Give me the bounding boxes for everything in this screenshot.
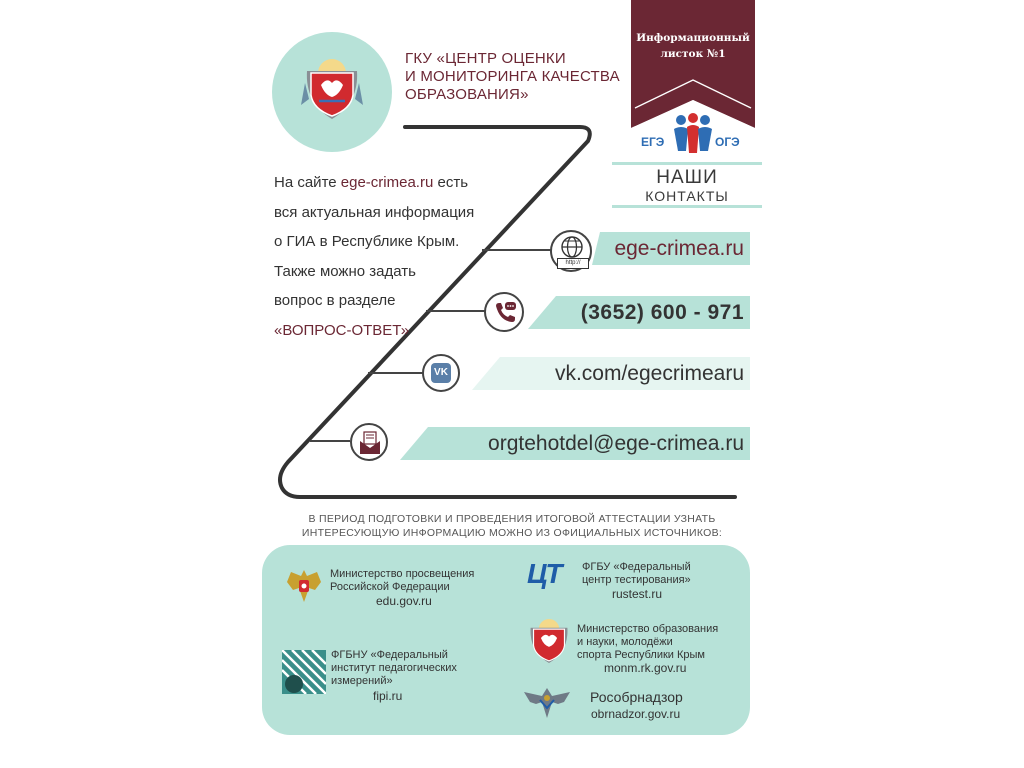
fipi-url[interactable]: fipi.ru: [373, 689, 403, 703]
info-line-3: о ГИА в Республике Крым.: [274, 233, 460, 250]
minpros-line-2: Российской Федерации: [330, 581, 450, 593]
minpros-url[interactable]: edu.gov.ru: [376, 594, 432, 608]
obrnadzor-name: Рособрнадзор: [590, 689, 683, 705]
info-line-5: вопрос в разделе: [274, 292, 396, 309]
phone-bar: [528, 296, 750, 329]
fipi-line-1: ФГБНУ «Федеральный: [331, 649, 448, 661]
site-bar: [592, 232, 750, 265]
info-line-1-post: есть: [433, 174, 469, 191]
phone-row[interactable]: (3652) 600 - 971: [528, 296, 750, 329]
info-line-1-pre: На сайте: [274, 174, 341, 191]
email-address[interactable]: orgtehotdel@ege-crimea.ru: [488, 432, 744, 455]
monm-line-1: Министерство образования: [577, 623, 719, 635]
info-line-1: На сайте ege-crimea.ru есть: [274, 168, 484, 198]
vk-url[interactable]: vk.com/egecrimearu: [554, 362, 744, 385]
monm-line-2: и науки, молодёжи: [577, 636, 673, 648]
vk-bar: [472, 357, 750, 390]
globe-icon: [561, 236, 583, 258]
info-faq-link[interactable]: «ВОПРОС-ОТВЕТ»: [274, 321, 410, 339]
contacts-title: НАШИ: [656, 167, 718, 188]
rustest-line-1: ФГБУ «Федеральный: [582, 561, 691, 573]
vk-row[interactable]: vk.com/egecrimearu: [472, 357, 750, 390]
contacts-bottom-line: [612, 205, 762, 208]
minpros-line-1: Министерство просвещения: [330, 568, 475, 580]
period-line-1: В ПЕРИОД ПОДГОТОВКИ И ПРОВЕДЕНИЯ ИТОГОВО…: [308, 513, 716, 525]
crimea-crest-small-icon: [530, 618, 568, 664]
email-row[interactable]: orgtehotdel@ege-crimea.ru: [400, 427, 750, 460]
source-monm: Министерство образования и науки, молодё…: [577, 623, 742, 662]
http-label: http://: [557, 258, 589, 269]
info-ribbon: [631, 0, 755, 165]
ribbon-line-2: листок №1: [660, 48, 726, 60]
students-logo-icon: [674, 113, 712, 153]
source-minpros: Министерство просвещения Российской Феде…: [330, 568, 500, 594]
rustest-url[interactable]: rustest.ru: [612, 587, 663, 601]
contacts-heading: НАШИ КОНТАКТЫ: [612, 162, 762, 208]
phone-icon: [484, 292, 524, 332]
vk-logo-icon: VK: [431, 363, 451, 383]
contacts-subtitle: КОНТАКТЫ: [645, 188, 729, 204]
phone-chat-icon: [496, 302, 516, 322]
vk-icon: VK: [422, 354, 460, 392]
monm-url[interactable]: monm.rk.gov.ru: [604, 661, 687, 675]
org-title-line-3: ОБРАЗОВАНИЯ»: [405, 86, 529, 103]
ege-oge-logo: ЕГЭ ОГЭ: [641, 113, 745, 157]
email-bar: [400, 427, 750, 460]
fipi-line-3: измерений»: [331, 675, 393, 687]
contacts-top-line: [612, 162, 762, 165]
info-site-link[interactable]: ege-crimea.ru: [340, 174, 434, 191]
monm-line-3: спорта Республики Крым: [577, 649, 705, 661]
period-line-2: ИНТЕРЕСУЮЩУЮ ИНФОРМАЦИЮ МОЖНО ИЗ ОФИЦИАЛ…: [301, 527, 723, 539]
org-title-line-1: ГКУ «ЦЕНТР ОЦЕНКИ: [405, 50, 566, 67]
crimea-crest-icon: [301, 59, 363, 119]
russia-eagle-icon: [287, 570, 321, 602]
info-line-2: вся актуальная информация: [274, 203, 475, 221]
rustest-line-2: центр тестирования»: [582, 574, 691, 586]
fipi-logo-icon: [282, 650, 326, 694]
obrnadzor-url[interactable]: obrnadzor.gov.ru: [591, 707, 681, 721]
period-heading: В ПЕРИОД ПОДГОТОВКИ И ПРОВЕДЕНИЯ ИТОГОВО…: [262, 512, 762, 540]
info-paragraph: На сайте ege-crimea.ru есть вся актуальн…: [274, 168, 484, 345]
info-line-4: Также можно задать: [274, 262, 416, 280]
ege-label: ЕГЭ: [641, 135, 665, 149]
source-fipi: ФГБНУ «Федеральный институт педагогическ…: [331, 649, 481, 688]
phone-number[interactable]: (3652) 600 - 971: [580, 301, 744, 324]
envelope-icon: [360, 431, 380, 454]
obrnadzor-eagle-icon: [524, 688, 570, 718]
org-title: ГКУ «ЦЕНТР ОЦЕНКИ И МОНИТОРИНГА КАЧЕСТВА…: [405, 50, 625, 104]
info-ribbon-text: Информационный листок №1: [631, 30, 755, 62]
sources-panel: [262, 545, 750, 735]
oge-label: ОГЭ: [715, 135, 740, 149]
site-url[interactable]: ege-crimea.ru: [614, 237, 744, 260]
site-row[interactable]: ege-crimea.ru: [592, 232, 750, 265]
rustest-logo-icon: ЦТ: [527, 558, 563, 589]
org-title-line-2: И МОНИТОРИНГА КАЧЕСТВА: [405, 68, 620, 85]
mail-icon: [350, 423, 388, 461]
www-icon: http://: [550, 230, 592, 272]
ribbon-line-1: Информационный: [636, 32, 750, 44]
source-rustest: ФГБУ «Федеральный центр тестирования»: [582, 561, 742, 587]
fipi-line-2: институт педагогических: [331, 662, 457, 674]
